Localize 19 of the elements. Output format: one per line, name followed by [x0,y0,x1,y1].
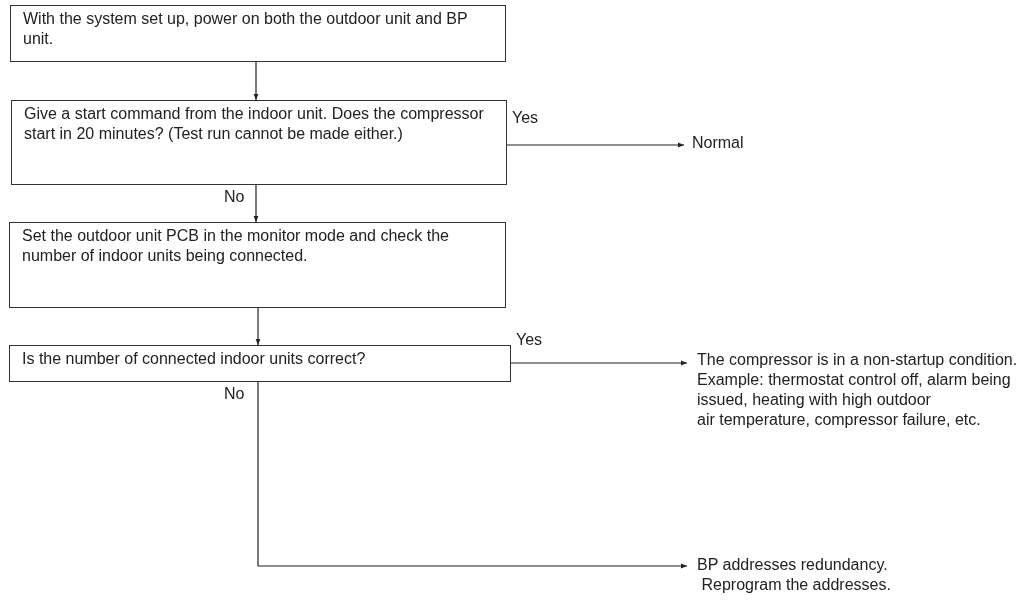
step-text: air temperature, compressor failure, etc. [697,410,982,430]
step-text: Give a start command from the indoor unit. Does the compressor start in 20 minutes? (Test run cannot be made either.) [24,104,485,144]
step-text: Is the number of connected indoor units correct? [22,349,367,369]
arrow [253,184,259,223]
step-text: BP addresses redundancy. [697,555,889,575]
process-box [11,100,507,185]
arrow [253,61,259,101]
step-text: The compressor is in a non-startup condition. [697,350,1019,370]
process-box [9,345,511,382]
step-text: Normal [692,133,745,153]
arrow [257,381,688,569]
step-text: With the system set up, power on both the outdoor unit and BP unit. [23,9,469,49]
step-text: Reprogram the addresses. [700,575,892,595]
arrow [255,307,261,346]
process-box [10,5,506,62]
arrow [510,360,688,366]
process-box [9,222,506,308]
arrow [506,142,685,148]
step-text: Set the outdoor unit PCB in the monitor mode and check the number of indoor units being connected. [22,226,450,266]
